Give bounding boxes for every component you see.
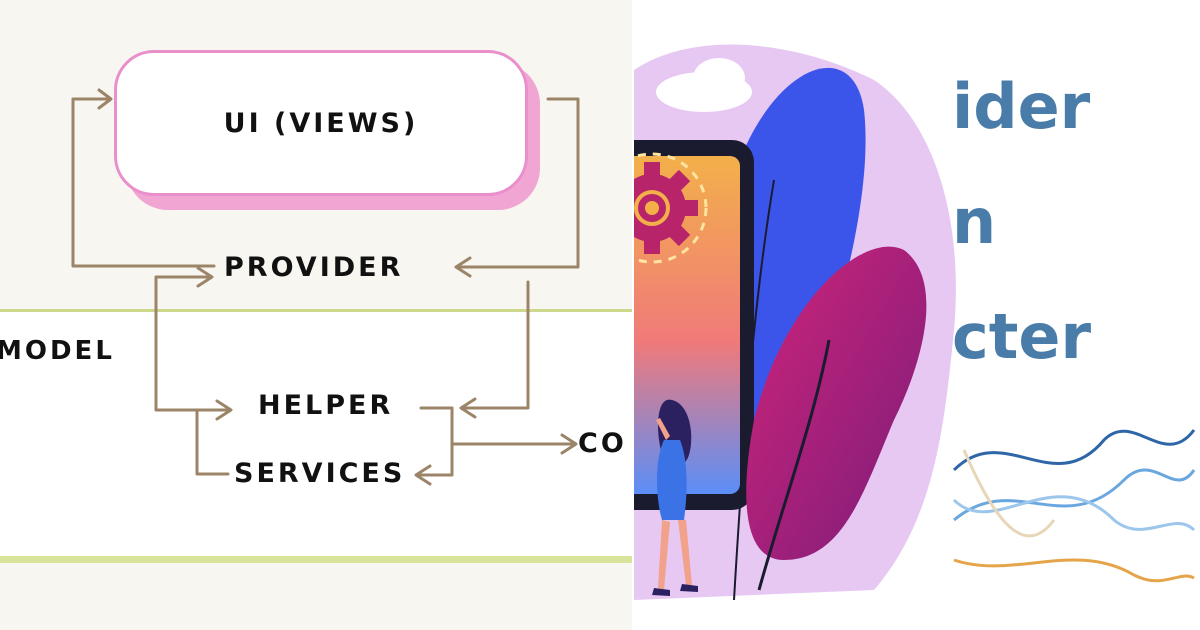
decorative-line-graph xyxy=(952,429,1196,583)
person-figure xyxy=(652,399,698,596)
model-label: MODEL xyxy=(0,336,115,366)
title-text-line-2: n xyxy=(952,185,997,258)
gear-icon xyxy=(634,152,708,264)
arrow-services-to-helper xyxy=(195,408,231,476)
title-text-line-3: cter xyxy=(952,300,1092,373)
flow-arrows xyxy=(71,88,580,486)
ui-views-label: UI (VIEWS) xyxy=(223,107,419,139)
title-text-line-1: ider xyxy=(952,70,1091,143)
helper-label: HELPER xyxy=(258,390,394,421)
co-label: CO xyxy=(578,428,627,459)
illustration-art xyxy=(634,44,1196,601)
hero-illustration: ider n cter xyxy=(634,0,1200,630)
services-label: SERVICES xyxy=(234,458,406,489)
arrow-ui-to-provider xyxy=(456,97,580,269)
arrow-provider-to-helper xyxy=(461,280,530,410)
arrow-helper-to-services xyxy=(416,406,454,477)
ui-views-node: UI (VIEWS) xyxy=(114,50,528,196)
arrow-helper-to-provider xyxy=(154,275,228,412)
architecture-diagram: UI (VIEWS) PROVIDER MODEL HELPER SERVICE… xyxy=(0,0,632,630)
arrow-provider-to-ui xyxy=(71,97,216,268)
provider-label: PROVIDER xyxy=(224,252,404,283)
